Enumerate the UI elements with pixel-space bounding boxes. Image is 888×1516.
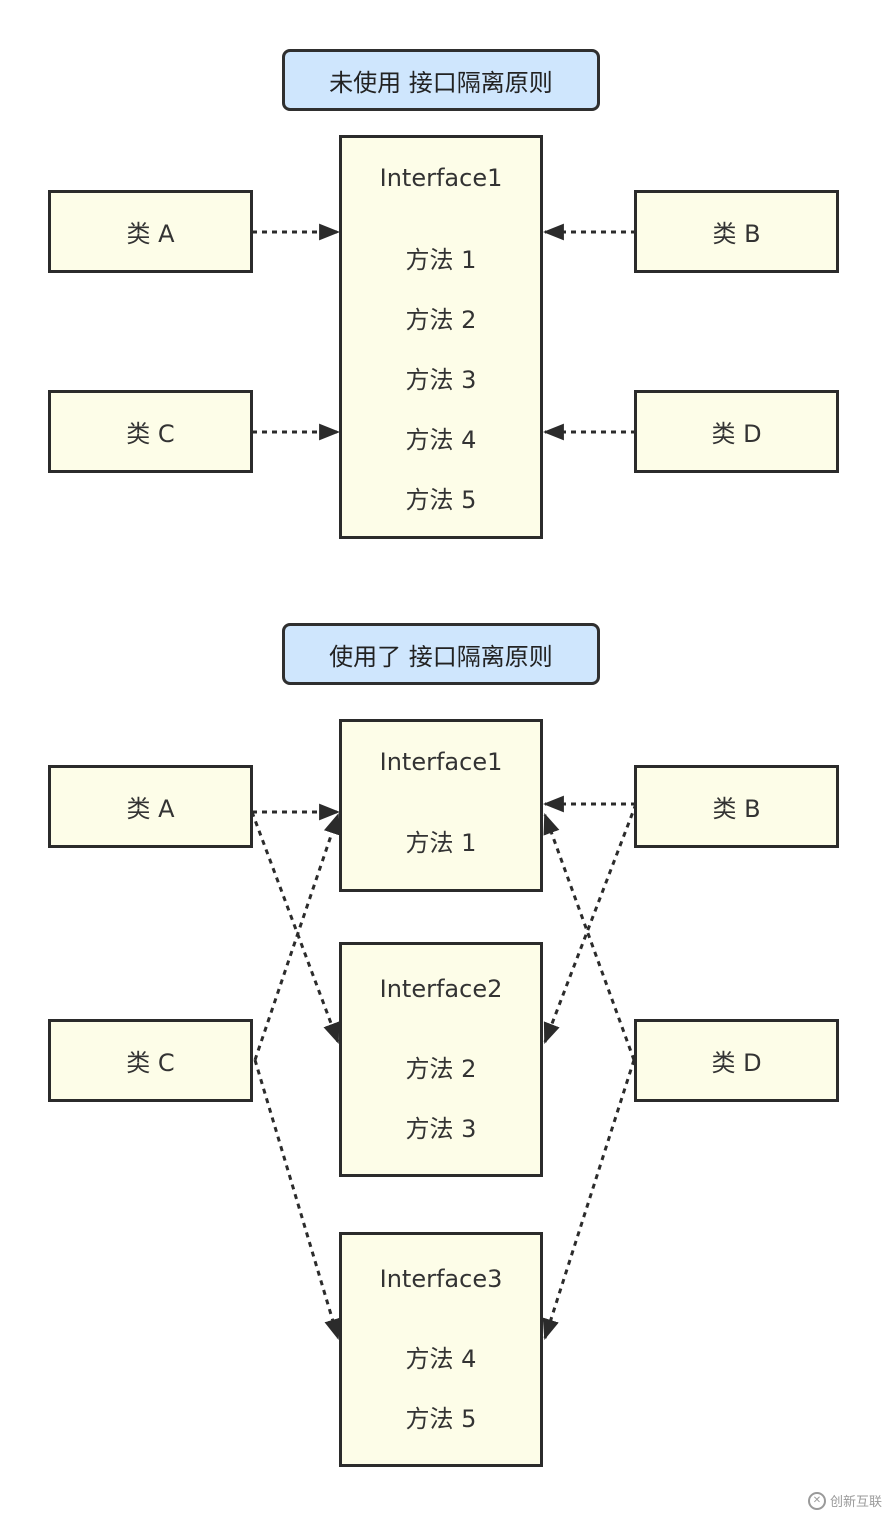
top-class-c: 类 C bbox=[48, 390, 253, 473]
method-2: 方法 2 bbox=[405, 306, 477, 334]
interface-name: Interface2 bbox=[379, 975, 503, 1003]
arrow-c-to-interface3 bbox=[253, 1059, 341, 1341]
top-title: 未使用 接口隔离原则 bbox=[282, 49, 600, 111]
method-1: 方法 1 bbox=[405, 246, 477, 274]
logo-icon: ✕ bbox=[807, 1491, 826, 1510]
method-3: 方法 3 bbox=[405, 366, 477, 394]
method-5: 方法 5 bbox=[405, 1405, 477, 1433]
interface-name: Interface1 bbox=[379, 164, 503, 192]
method-3: 方法 3 bbox=[405, 1115, 477, 1143]
watermark: ✕ 创新互联 bbox=[807, 1491, 882, 1510]
bottom-interface2: Interface2 方法 2 方法 3 bbox=[339, 942, 543, 1177]
bottom-class-b: 类 B bbox=[634, 765, 839, 848]
top-class-b: 类 B bbox=[634, 190, 839, 273]
bottom-interface1: Interface1 方法 1 bbox=[339, 719, 543, 892]
interface-name: Interface1 bbox=[379, 748, 503, 776]
top-class-a: 类 A bbox=[48, 190, 253, 273]
bottom-title: 使用了 接口隔离原则 bbox=[282, 623, 600, 685]
method-2: 方法 2 bbox=[405, 1055, 477, 1083]
bottom-class-c: 类 C bbox=[48, 1019, 253, 1102]
arrow-c-to-interface1-b bbox=[253, 813, 340, 1061]
bottom-class-a: 类 A bbox=[48, 765, 253, 848]
method-4: 方法 4 bbox=[405, 1345, 477, 1373]
top-interface1: Interface1 方法 1 方法 2 方法 3 方法 4 方法 5 bbox=[339, 135, 543, 539]
arrow-d-to-interface3 bbox=[542, 1059, 636, 1341]
interface-name: Interface3 bbox=[379, 1265, 503, 1293]
top-class-d: 类 D bbox=[634, 390, 839, 473]
bottom-interface3: Interface3 方法 4 方法 5 bbox=[339, 1232, 543, 1467]
method-4: 方法 4 bbox=[405, 426, 477, 454]
arrow-a-to-interface2 bbox=[250, 811, 340, 1044]
bottom-class-d: 类 D bbox=[634, 1019, 839, 1102]
arrow-b-to-interface2 bbox=[543, 803, 638, 1044]
method-1: 方法 1 bbox=[405, 829, 477, 857]
arrow-d-to-interface1-b bbox=[543, 813, 636, 1061]
method-5: 方法 5 bbox=[405, 486, 477, 514]
